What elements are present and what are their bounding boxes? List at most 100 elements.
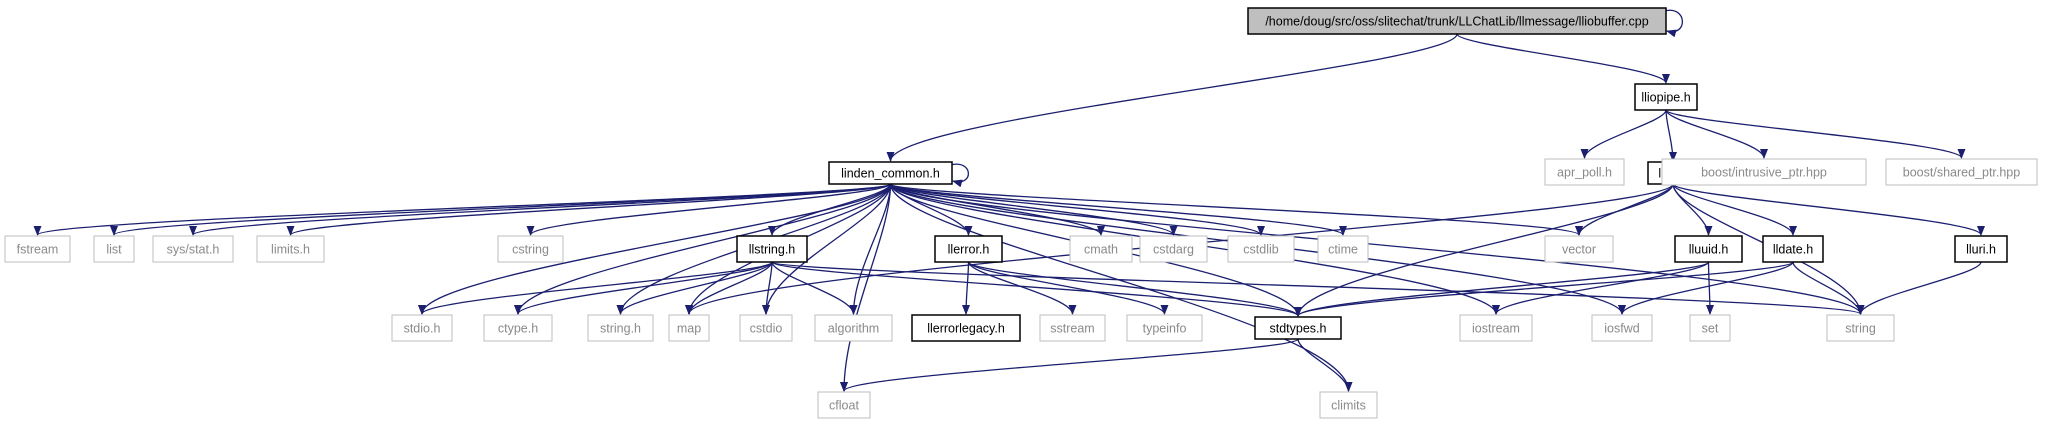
- node-label: iosfwd: [1604, 321, 1639, 335]
- node-llstring[interactable]: llstring.h: [736, 235, 808, 263]
- node-label: stdtypes.h: [1270, 321, 1327, 335]
- edge-lldate-to-iosfwd: [1618, 261, 1794, 315]
- node-box: [817, 391, 871, 419]
- edge-linden_common-to-linden_common: [949, 163, 969, 188]
- node-fstream: fstream: [4, 235, 71, 263]
- node-label: set: [1702, 321, 1719, 335]
- edge-llstring-to-string: [771, 261, 1864, 315]
- node-boost-shared: boost/shared_ptr.hpp: [1885, 158, 2038, 186]
- node-sstream: sstream: [1039, 314, 1106, 342]
- node-box: [587, 314, 654, 342]
- node-box: [1544, 235, 1614, 263]
- edge-llsd-to-lldate: [1672, 183, 1797, 236]
- node-box: [4, 235, 71, 263]
- node-label: list: [106, 242, 122, 256]
- edge-root-to-root: [1663, 9, 1683, 38]
- node-label: ctype.h: [498, 321, 538, 335]
- node-box: [1674, 235, 1743, 263]
- edge-stdtypes-to-cfloat: [840, 338, 1299, 392]
- node-label: cmath: [1084, 242, 1118, 256]
- node-box: [1039, 314, 1106, 342]
- edge-llsd-to-vector: [1575, 183, 1674, 236]
- node-box: [911, 314, 1021, 342]
- node-cmath: cmath: [1069, 235, 1133, 263]
- node-label: iostream: [1472, 321, 1520, 335]
- node-lluri[interactable]: lluri.h: [1954, 235, 2008, 263]
- node-label: boost/shared_ptr.hpp: [1903, 165, 2020, 179]
- node-stdtypes[interactable]: stdtypes.h: [1254, 316, 1342, 340]
- edge-root-to-linden_common: [886, 33, 1458, 162]
- node-climits: climits: [1319, 391, 1378, 419]
- node-cstdlib: cstdlib: [1227, 235, 1295, 263]
- node-label: sys/stat.h: [167, 242, 220, 256]
- edge-root-to-lliopipe: [1456, 33, 1670, 84]
- edge-linden_common-to-cstdarg: [889, 183, 1178, 236]
- node-label: climits: [1331, 398, 1366, 412]
- node-label: llstring.h: [749, 242, 796, 256]
- edge-llerror-to-llerrorlegacy: [962, 261, 971, 315]
- edge-lliopipe-to-apr_poll: [1580, 109, 1667, 159]
- node-box: [1254, 316, 1342, 340]
- node-label: lliopipe.h: [1641, 90, 1690, 104]
- node-limits-h: limits.h: [256, 235, 325, 263]
- edge-linden_common-to-ctype_h: [514, 183, 892, 315]
- node-box: [1634, 83, 1698, 111]
- node-box: [1317, 235, 1369, 263]
- node-box: [828, 161, 953, 185]
- node-label: lldate.h: [1773, 242, 1813, 256]
- node-sys-stat: sys/stat.h: [152, 235, 234, 263]
- edge-linden_common-to-llstring: [768, 183, 892, 236]
- node-linden-common[interactable]: linden_common.h: [828, 161, 953, 185]
- node-label: llerror.h: [948, 242, 990, 256]
- node-label: cstdarg: [1153, 242, 1194, 256]
- edge-linden_common-to-vector: [889, 183, 1583, 236]
- node-label: limits.h: [271, 242, 310, 256]
- node-iosfwd: iosfwd: [1591, 314, 1653, 342]
- node-label: cstring: [512, 242, 549, 256]
- edge-linden_common-to-cstdlib: [889, 183, 1265, 236]
- node-box: [152, 235, 234, 263]
- node-cstring: cstring: [497, 235, 564, 263]
- node-box: [1139, 235, 1208, 263]
- node-box: [256, 235, 325, 263]
- node-box: [1762, 235, 1824, 263]
- node-label: lluri.h: [1966, 242, 1996, 256]
- node-lliopipe[interactable]: lliopipe.h: [1634, 83, 1698, 111]
- node-label: cstdio: [750, 321, 783, 335]
- node-llerror[interactable]: llerror.h: [934, 235, 1003, 263]
- node-apr-poll: apr_poll.h: [1544, 158, 1625, 186]
- node-label: algorithm: [828, 321, 879, 335]
- node-label: sstream: [1050, 321, 1094, 335]
- node-box: [1247, 7, 1667, 35]
- node-llerrorlegacy[interactable]: llerrorlegacy.h: [911, 314, 1021, 342]
- node-root[interactable]: /home/doug/src/oss/slitechat/trunk/LLCha…: [1247, 7, 1667, 35]
- node-box: [1885, 158, 2038, 186]
- node-box: [739, 314, 793, 342]
- node-label: typeinfo: [1143, 321, 1187, 335]
- node-cstdarg: cstdarg: [1139, 235, 1208, 263]
- node-box: [1544, 158, 1625, 186]
- node-typeinfo: typeinfo: [1126, 314, 1203, 342]
- node-box: [1126, 314, 1203, 342]
- node-label: linden_common.h: [841, 166, 940, 180]
- edge-llerror-to-sstream: [967, 261, 1077, 315]
- node-label: cstdlib: [1243, 242, 1278, 256]
- node-box: [1689, 314, 1731, 342]
- node-algorithm: algorithm: [814, 314, 893, 342]
- node-box: [1591, 314, 1653, 342]
- node-lluuid[interactable]: lluuid.h: [1674, 235, 1743, 263]
- node-vector: vector: [1544, 235, 1614, 263]
- node-cstdio: cstdio: [739, 314, 793, 342]
- node-label: string.h: [600, 321, 641, 335]
- node-label: ctime: [1328, 242, 1358, 256]
- node-lldate[interactable]: lldate.h: [1762, 235, 1824, 263]
- edge-linden_common-to-algorithm: [849, 183, 892, 315]
- node-label: /home/doug/src/oss/slitechat/trunk/LLCha…: [1265, 14, 1648, 28]
- edge-linden_common-to-string: [889, 183, 1865, 315]
- edge-linden_common-to-cstdio: [762, 183, 892, 315]
- edge-llsd-to-lluuid: [1672, 183, 1713, 236]
- node-box: [497, 235, 564, 263]
- node-box: [1826, 314, 1895, 342]
- edge-lliopipe-to-boost_intrusive: [1665, 109, 1768, 159]
